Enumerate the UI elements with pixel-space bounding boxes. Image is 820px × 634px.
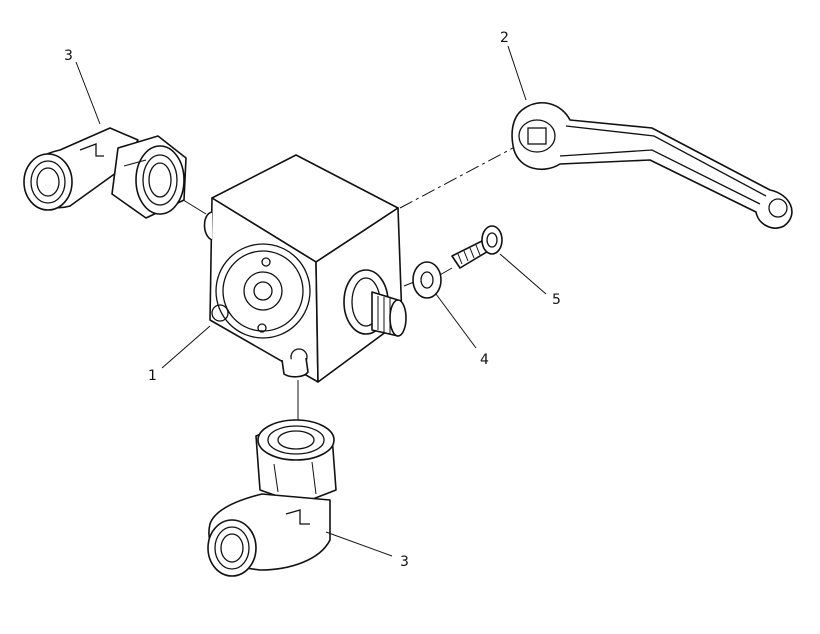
leader-line-washer <box>435 293 477 349</box>
callout-2: 2 <box>500 30 509 46</box>
handle-lever <box>511 102 793 229</box>
leader-line-elbow-bottom <box>325 531 393 557</box>
callout-3-bottom: 3 <box>400 554 409 570</box>
elbow-fitting-top <box>23 127 187 219</box>
callout-3-top: 3 <box>64 48 73 64</box>
callout-5: 5 <box>552 292 561 308</box>
valve-body <box>203 154 407 383</box>
leader-line-handle <box>507 45 527 101</box>
leader-line-body <box>161 325 211 369</box>
leader-line-elbow-top <box>75 61 101 125</box>
leader-line-screw <box>499 253 547 295</box>
handle-centerline <box>399 139 529 209</box>
callout-1: 1 <box>148 368 157 384</box>
elbow-fitting-bottom <box>207 419 337 577</box>
callout-4: 4 <box>480 352 489 368</box>
washer <box>412 261 442 299</box>
washer-centerline <box>403 281 415 287</box>
screw <box>451 225 503 269</box>
